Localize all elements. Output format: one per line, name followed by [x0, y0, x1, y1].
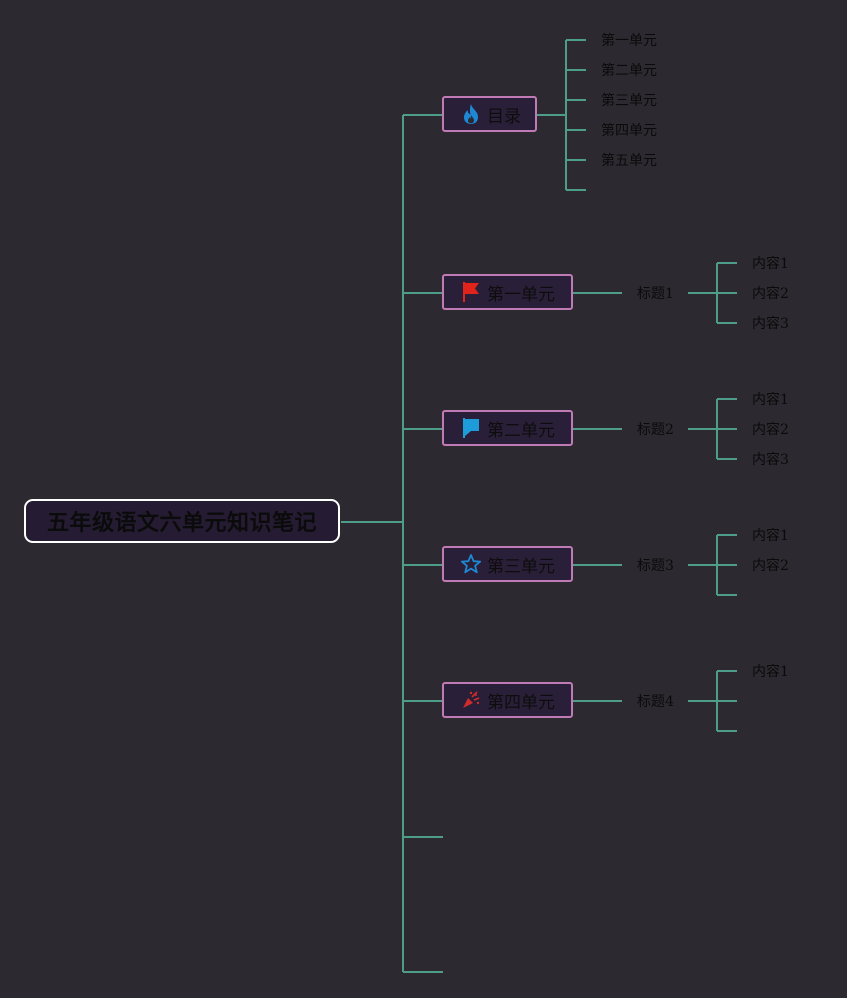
unit-heading[interactable]: 标题3: [637, 558, 674, 574]
toc-item[interactable]: 第三单元: [601, 93, 657, 109]
unit-heading[interactable]: 标题2: [637, 422, 674, 438]
root-title: 五年级语文六单元知识笔记: [46, 511, 317, 536]
unit-content[interactable]: 内容2: [752, 558, 789, 574]
topic-toc[interactable]: 目录: [442, 96, 537, 132]
topic-label: 第三单元: [487, 556, 555, 577]
star-outline-icon: [460, 553, 482, 575]
unit-content[interactable]: 内容1: [752, 392, 789, 408]
unit-content[interactable]: 内容1: [752, 664, 789, 680]
unit-content[interactable]: 内容2: [752, 422, 789, 438]
toc-item[interactable]: 第一单元: [601, 33, 657, 49]
toc-item[interactable]: 第二单元: [601, 63, 657, 79]
party-popper-icon: [460, 689, 482, 711]
topic-label: 目录: [487, 106, 521, 127]
unit-content[interactable]: 内容1: [752, 528, 789, 544]
topic-label: 第二单元: [487, 420, 555, 441]
topic-label: 第四单元: [487, 692, 555, 713]
toc-item[interactable]: 第四单元: [601, 123, 657, 139]
unit-content[interactable]: 内容3: [752, 452, 789, 468]
toc-item[interactable]: 第五单元: [601, 153, 657, 169]
unit-content[interactable]: 内容1: [752, 256, 789, 272]
unit-content[interactable]: 内容2: [752, 286, 789, 302]
topic-unit-2[interactable]: 第二单元: [442, 410, 573, 446]
unit-heading[interactable]: 标题1: [637, 286, 674, 302]
blue-flag-icon: [460, 417, 482, 439]
unit-heading[interactable]: 标题4: [637, 694, 674, 710]
topic-unit-4[interactable]: 第四单元: [442, 682, 573, 718]
topic-unit-1[interactable]: 第一单元: [442, 274, 573, 310]
unit-content[interactable]: 内容3: [752, 316, 789, 332]
topic-unit-3[interactable]: 第三单元: [442, 546, 573, 582]
red-flag-icon: [460, 281, 482, 303]
fire-icon: [460, 103, 482, 125]
topic-label: 第一单元: [487, 284, 555, 305]
root-topic[interactable]: 五年级语文六单元知识笔记: [24, 499, 340, 543]
